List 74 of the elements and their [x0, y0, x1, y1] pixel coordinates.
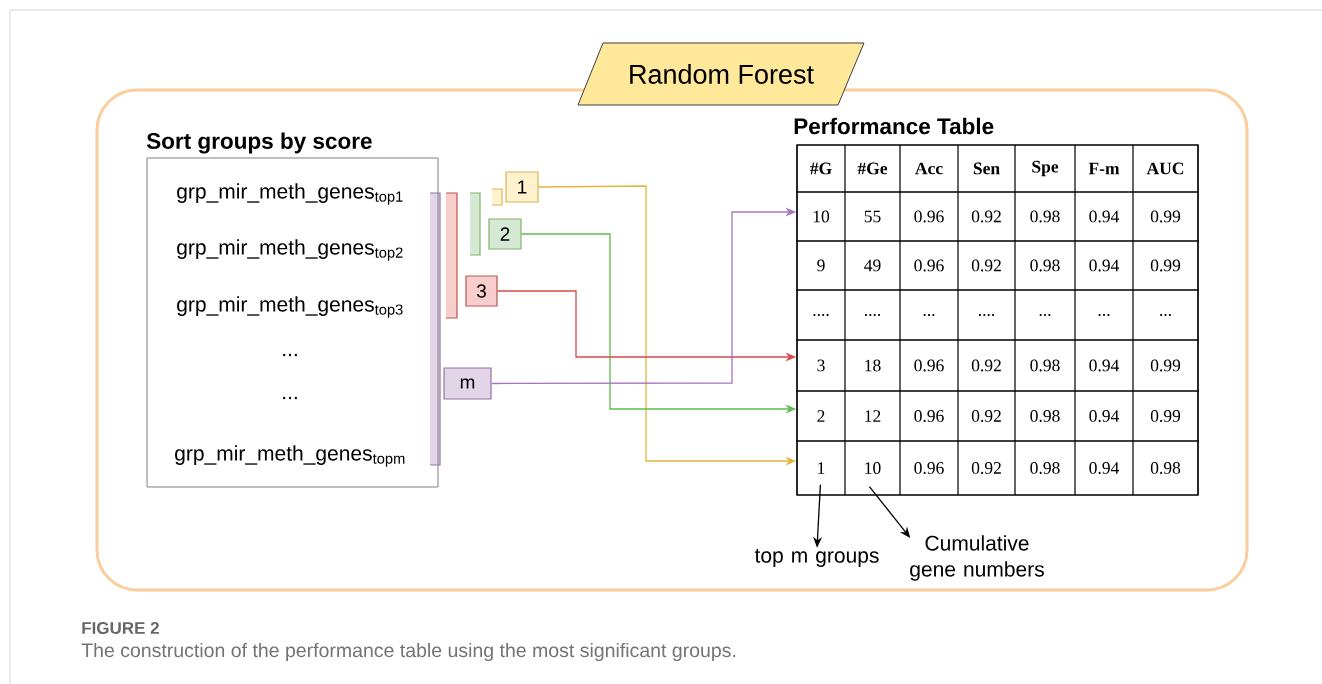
group-label: grp_mir_meth_genes$_{top2}$ [177, 239, 403, 261]
annotation: Cumulative gene numbers [910, 535, 1044, 581]
column-header: #Ge [857, 162, 888, 175]
figure-number: FIGURE 2 [82, 621, 159, 634]
cell-value: ... [1160, 313, 1171, 317]
caption: The construction of the performance table using the most significant groups. [81, 642, 736, 662]
cell-value: 0.92 [971, 259, 1001, 272]
table-row [796, 440, 1199, 496]
table-row [796, 240, 1199, 291]
cell-value: 0.98 [1030, 462, 1060, 474]
cell-value: 0.92 [971, 359, 1001, 372]
number-box: 2 [488, 218, 522, 250]
cell-value: 0.92 [971, 210, 1001, 223]
annotation: top m groups [754, 549, 879, 567]
column-header: AUC [1146, 162, 1184, 175]
table-row [796, 289, 1199, 341]
cell-value: 0.96 [914, 259, 944, 272]
column-header: Spe [1032, 160, 1059, 177]
heading: Performance Table [794, 117, 994, 135]
cell-value: ... [1039, 313, 1051, 317]
cell-value: ... [923, 313, 935, 317]
cell-value: 12 [865, 410, 881, 422]
cell-value: 0.94 [1089, 210, 1120, 223]
cell-value: 0.99 [1150, 259, 1181, 272]
cell-value: 0.94 [1089, 359, 1120, 372]
cell-value: 10 [813, 210, 830, 223]
column-header: #G [810, 162, 832, 175]
cell-value: 0.99 [1150, 210, 1181, 223]
table-row [796, 390, 1199, 442]
parallelogram: Random Forest [577, 42, 865, 106]
cell-value: 0.99 [1150, 359, 1181, 372]
cell-value: 49 [864, 259, 881, 272]
cell-value: 0.98 [1030, 359, 1060, 372]
cell-value: ... [1098, 313, 1110, 317]
cell-value: 0.98 [1150, 462, 1181, 474]
cell-value: 0.94 [1089, 259, 1120, 272]
cell-value: 0.96 [914, 210, 944, 223]
cell-value: 9 [817, 259, 825, 272]
cell-value: 0.99 [1150, 410, 1181, 422]
group-label: grp_mir_meth_genes$_{top3}$ [177, 296, 403, 318]
cell-value: 0.92 [971, 462, 1001, 474]
number-box: m [443, 367, 492, 400]
number-box: 1 [505, 171, 539, 203]
frame [95, 88, 1249, 592]
group-label: grp_mir_meth_genes$_{topm}$ [175, 445, 405, 467]
cell-value: 0.94 [1089, 462, 1120, 474]
cell-value: 3 [817, 359, 825, 372]
number-box: 3 [465, 275, 498, 307]
cell-value: 1 [818, 462, 825, 474]
cell-value: 18 [865, 359, 881, 372]
table-row [796, 191, 1199, 242]
table-row [796, 144, 1199, 193]
cell-value: .... [864, 313, 881, 317]
heading: Sort groups by score [146, 132, 372, 154]
cell-value: 2 [817, 410, 825, 422]
cell-value: 0.98 [1030, 259, 1060, 272]
cell-value: 0.94 [1089, 410, 1120, 422]
cell-value: 10 [865, 462, 881, 474]
cell-value: 0.96 [914, 462, 944, 474]
ellipsis: ... [283, 396, 297, 400]
cell-value: 0.96 [914, 410, 944, 422]
cell-value: 55 [864, 210, 881, 223]
group-label: grp_mir_meth_genes$_{top1}$ [177, 183, 403, 205]
cell-value: 0.92 [971, 410, 1001, 422]
cell-value: .... [813, 313, 829, 317]
cell-value: .... [978, 313, 995, 317]
cell-value: 0.96 [914, 359, 944, 372]
column-header: Acc [915, 162, 943, 175]
cell-value: 0.98 [1030, 410, 1060, 422]
table-row [796, 339, 1199, 392]
cell-value: 0.98 [1030, 210, 1060, 223]
column-header: Sen [973, 162, 1000, 175]
ellipsis: ... [283, 353, 297, 357]
column-header: F-m [1088, 162, 1120, 175]
